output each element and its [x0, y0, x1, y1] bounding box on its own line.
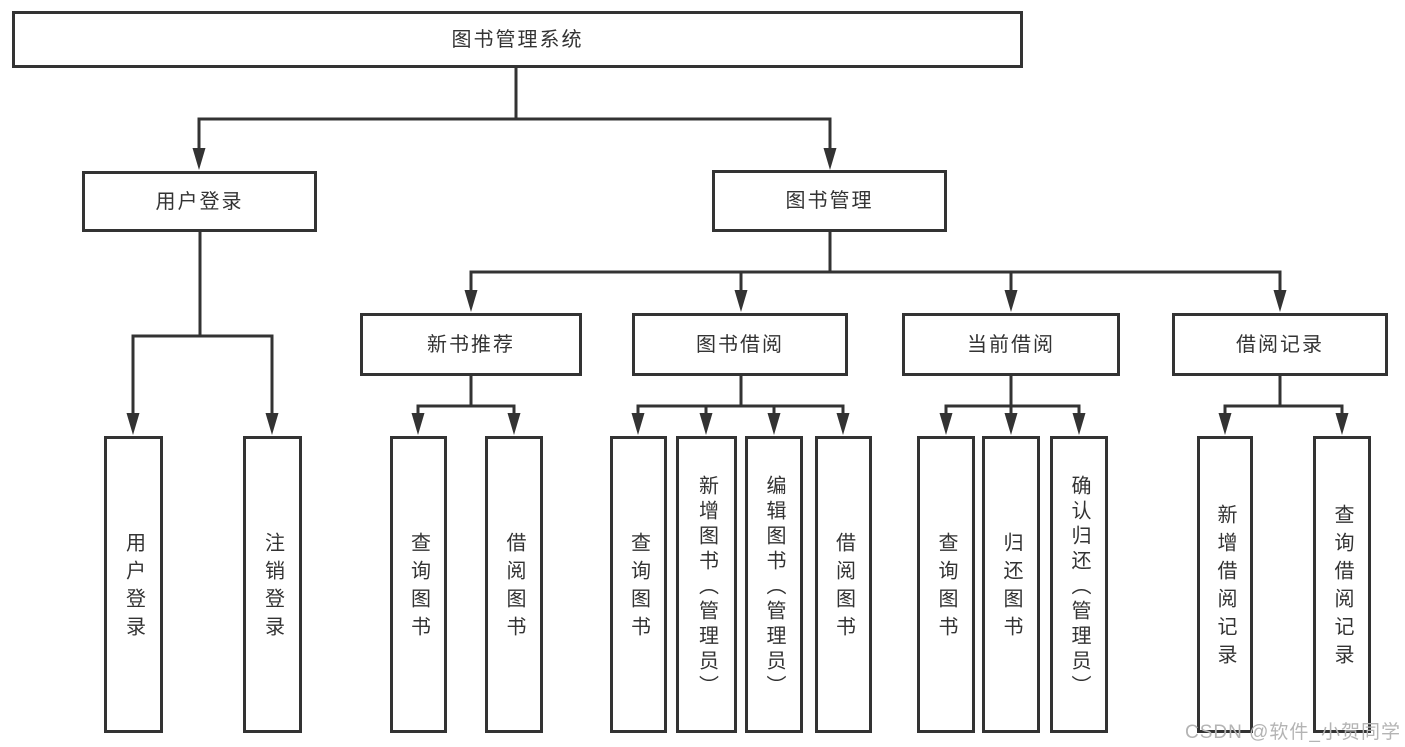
- node-add-borrowing-record: 新增借阅记录: [1197, 436, 1253, 733]
- node-user-login: 用户登录: [82, 171, 317, 232]
- node-query-books-current: 查询图书: [917, 436, 975, 733]
- node-logout: 注销登录: [243, 436, 302, 733]
- node-return-books: 归还图书: [982, 436, 1040, 733]
- node-query-books-recommendation: 查询图书: [390, 436, 447, 733]
- node-query-books-borrowing: 查询图书: [610, 436, 667, 733]
- node-query-borrowing-record: 查询借阅记录: [1313, 436, 1371, 733]
- node-new-book-recommendation: 新书推荐: [360, 313, 582, 376]
- node-current-borrowing: 当前借阅: [902, 313, 1120, 376]
- node-borrow-books-borrowing: 借阅图书: [815, 436, 872, 733]
- node-user-login-action: 用户登录: [104, 436, 163, 733]
- node-confirm-return-admin: 确认归还（管理员）: [1050, 436, 1108, 733]
- arrowheads: [126, 148, 1349, 435]
- node-book-borrowing: 图书借阅: [632, 313, 848, 376]
- node-book-management: 图书管理: [712, 170, 947, 232]
- csdn-watermark: CSDN @软件_小贺同学: [1185, 722, 1401, 743]
- node-edit-books-admin: 编辑图书（管理员）: [745, 436, 803, 733]
- node-borrowing-records: 借阅记录: [1172, 313, 1388, 376]
- connector-lines: [131, 68, 1344, 418]
- node-add-books-admin: 新增图书（管理员）: [676, 436, 737, 733]
- node-borrow-books-recommendation: 借阅图书: [485, 436, 543, 733]
- node-library-management-system: 图书管理系统: [12, 11, 1023, 68]
